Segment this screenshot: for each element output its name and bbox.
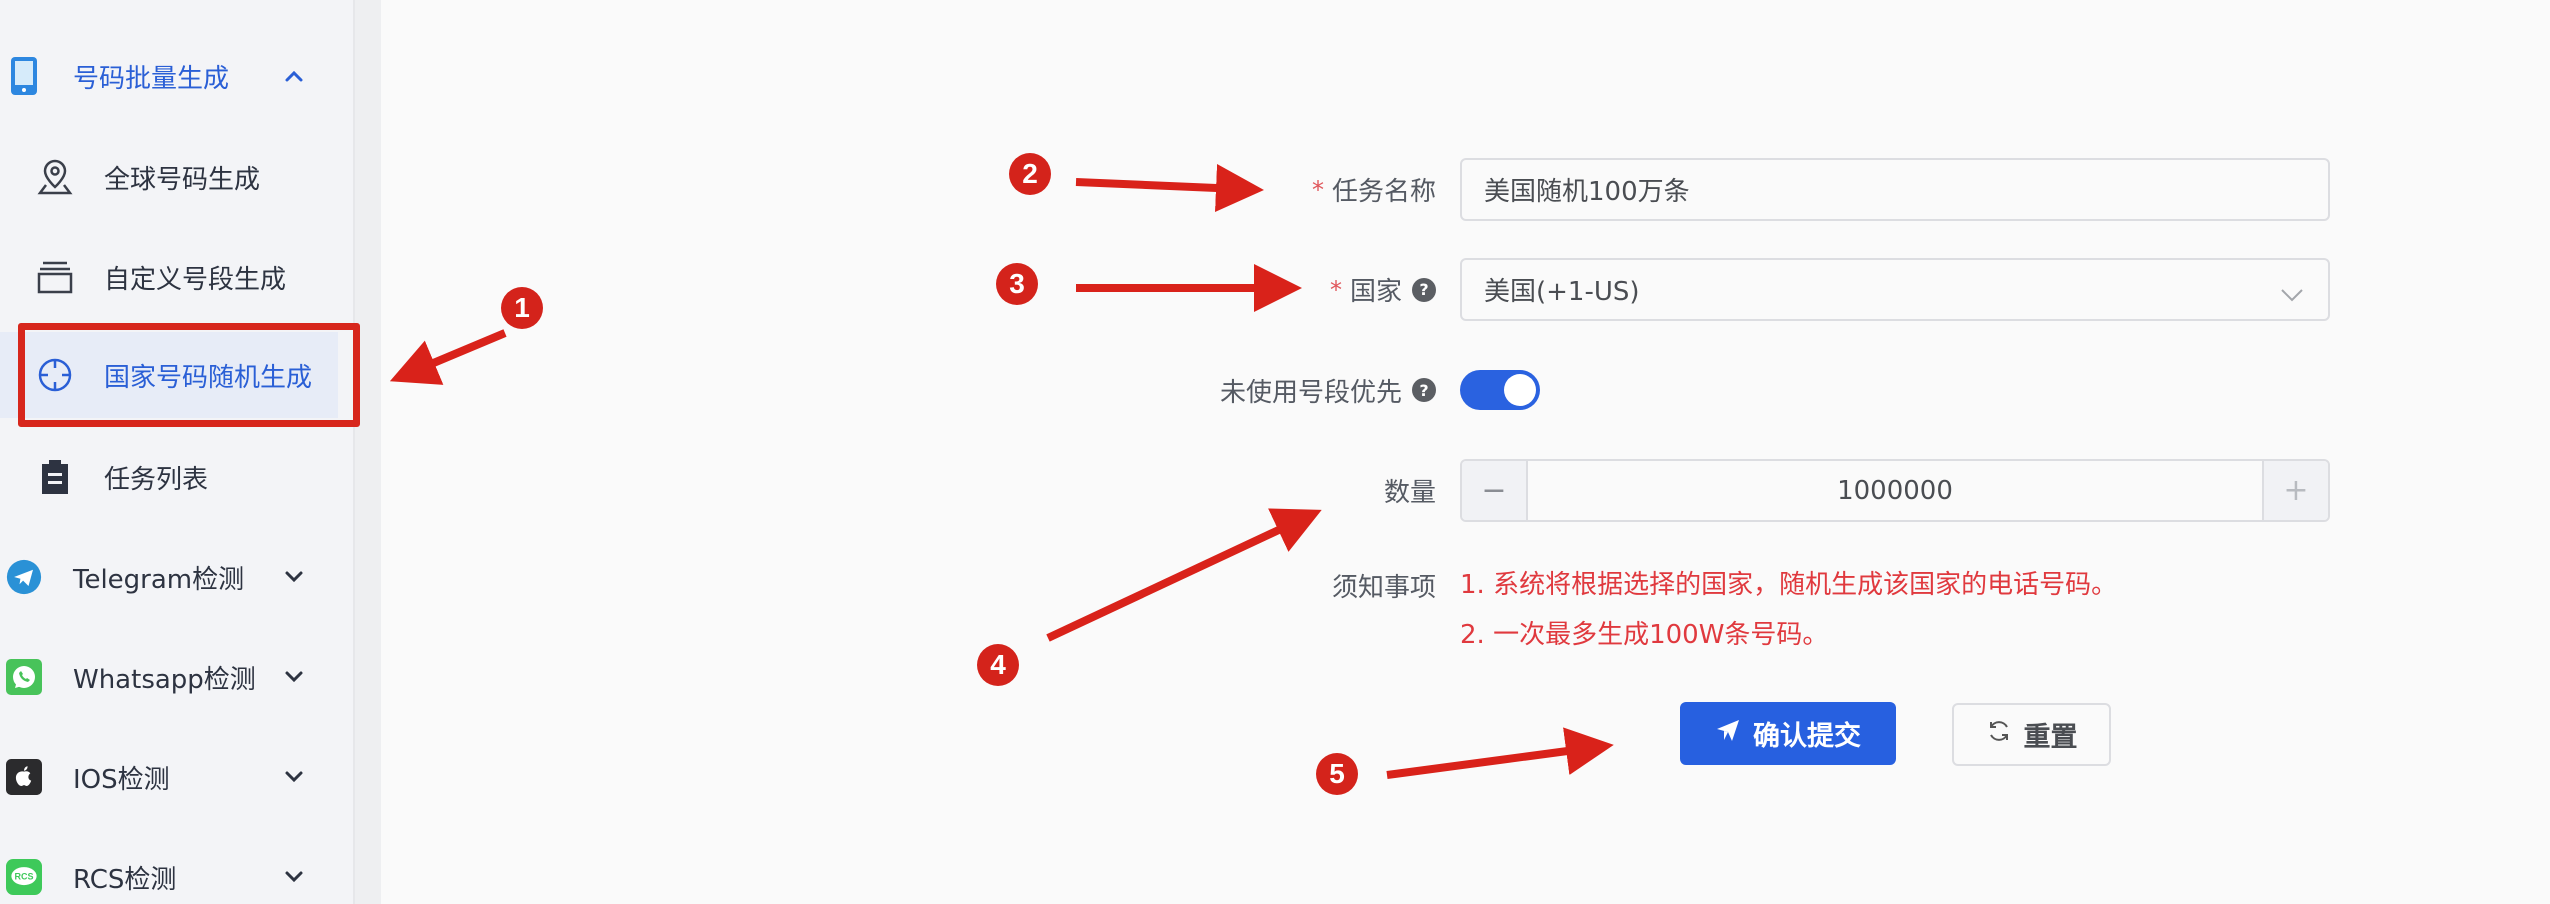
task-name-input[interactable]: 美国随机100万条 — [1460, 158, 2330, 221]
crosshair-icon — [36, 356, 74, 394]
sidebar-group-label: RCS检测 — [73, 864, 177, 895]
unused-first-toggle[interactable] — [1460, 370, 1540, 410]
country-label: * 国家 ? — [1200, 258, 1436, 321]
quantity-label: 数量 — [1200, 459, 1436, 522]
annotation-marker-4: 4 — [977, 644, 1019, 686]
annotation-marker-2: 2 — [1009, 153, 1051, 195]
sidebar-group-rcs[interactable]: RCS RCS检测 — [0, 834, 338, 904]
sidebar-group-label: Telegram检测 — [73, 564, 245, 595]
unused-first-label: 未使用号段优先 ? — [1100, 360, 1436, 420]
sidebar-item-custom-segment[interactable]: 自定义号段生成 — [0, 234, 338, 320]
sidebar-item-label: 自定义号段生成 — [104, 264, 287, 295]
whatsapp-icon — [6, 657, 42, 697]
sidebar-group-ios[interactable]: IOS检测 — [0, 734, 338, 820]
reset-label: 重置 — [2023, 722, 2078, 753]
sidebar-group-telegram[interactable]: Telegram检测 — [0, 534, 338, 620]
reset-button[interactable]: 重置 — [1952, 703, 2111, 766]
quantity-label-text: 数量 — [1383, 478, 1436, 508]
annotation-marker-3: 3 — [996, 263, 1038, 305]
chevron-down-icon — [282, 565, 306, 589]
sidebar-gutter — [355, 0, 381, 904]
sidebar-item-global-generate[interactable]: 全球号码生成 — [0, 134, 338, 220]
task-name-label-text: 任务名称 — [1331, 177, 1436, 207]
sidebar: 号码批量生成 全球号码生成 自定义号段生成 国家号码随机生成 任务列表 Tele… — [0, 0, 355, 904]
unused-first-label-text: 未使用号段优先 — [1219, 377, 1402, 408]
chevron-down-icon — [2280, 280, 2304, 310]
sidebar-group-whatsapp[interactable]: Whatsapp检测 — [0, 634, 338, 720]
svg-text:RCS: RCS — [14, 872, 33, 882]
country-label-text: 国家 — [1349, 277, 1402, 307]
task-name-value: 美国随机100万条 — [1484, 177, 1690, 207]
note-line: 1. 系统将根据选择的国家，随机生成该国家的电话号码。 — [1460, 570, 2118, 600]
send-icon — [1715, 717, 1741, 750]
telegram-icon — [6, 557, 42, 597]
chevron-down-icon — [282, 665, 306, 689]
sidebar-item-country-random[interactable]: 国家号码随机生成 — [0, 332, 338, 418]
sidebar-item-label: 国家号码随机生成 — [104, 362, 313, 393]
refresh-icon — [1986, 718, 2012, 751]
quantity-stepper[interactable]: − 1000000 + — [1460, 459, 2330, 522]
sidebar-group-number-batch[interactable]: 号码批量生成 — [0, 33, 338, 119]
chevron-down-icon — [282, 765, 306, 789]
chevron-down-icon — [282, 865, 306, 889]
location-pin-icon — [36, 158, 74, 196]
decrement-button[interactable]: − — [1462, 461, 1528, 520]
notes-list: 1. 系统将根据选择的国家，随机生成该国家的电话号码。 2. 一次最多生成100… — [1460, 560, 2117, 660]
sidebar-group-label: Whatsapp检测 — [73, 664, 256, 695]
apple-icon — [6, 757, 42, 797]
notes-label-text: 须知事项 — [1331, 572, 1436, 603]
clipboard-icon — [36, 458, 74, 496]
help-icon[interactable]: ? — [1412, 277, 1436, 302]
rcs-icon: RCS — [6, 857, 42, 897]
task-name-label: * 任务名称 — [1200, 158, 1436, 221]
sidebar-group-label: IOS检测 — [73, 764, 170, 795]
sidebar-group-label: 号码批量生成 — [73, 63, 230, 94]
toggle-knob — [1504, 374, 1536, 406]
increment-button[interactable]: + — [2262, 461, 2328, 520]
phone-icon — [6, 56, 42, 96]
required-asterisk: * — [1311, 175, 1324, 204]
sidebar-item-task-list[interactable]: 任务列表 — [0, 434, 338, 520]
country-select[interactable]: 美国(+1-US) — [1460, 258, 2330, 321]
annotation-marker-1: 1 — [501, 287, 543, 329]
note-line: 2. 一次最多生成100W条号码。 — [1460, 620, 1829, 650]
country-select-value: 美国(+1-US) — [1484, 277, 1640, 307]
sidebar-item-label: 任务列表 — [104, 464, 209, 495]
required-asterisk: * — [1329, 275, 1342, 304]
sidebar-item-label: 全球号码生成 — [104, 164, 261, 195]
submit-label: 确认提交 — [1753, 721, 1861, 752]
stack-icon — [36, 258, 74, 296]
submit-button[interactable]: 确认提交 — [1680, 702, 1896, 765]
quantity-input[interactable]: 1000000 — [1837, 475, 1953, 506]
annotation-marker-5: 5 — [1316, 753, 1358, 795]
notes-label: 须知事项 — [1200, 560, 1436, 610]
chevron-up-icon — [282, 64, 306, 88]
help-icon[interactable]: ? — [1412, 378, 1436, 402]
